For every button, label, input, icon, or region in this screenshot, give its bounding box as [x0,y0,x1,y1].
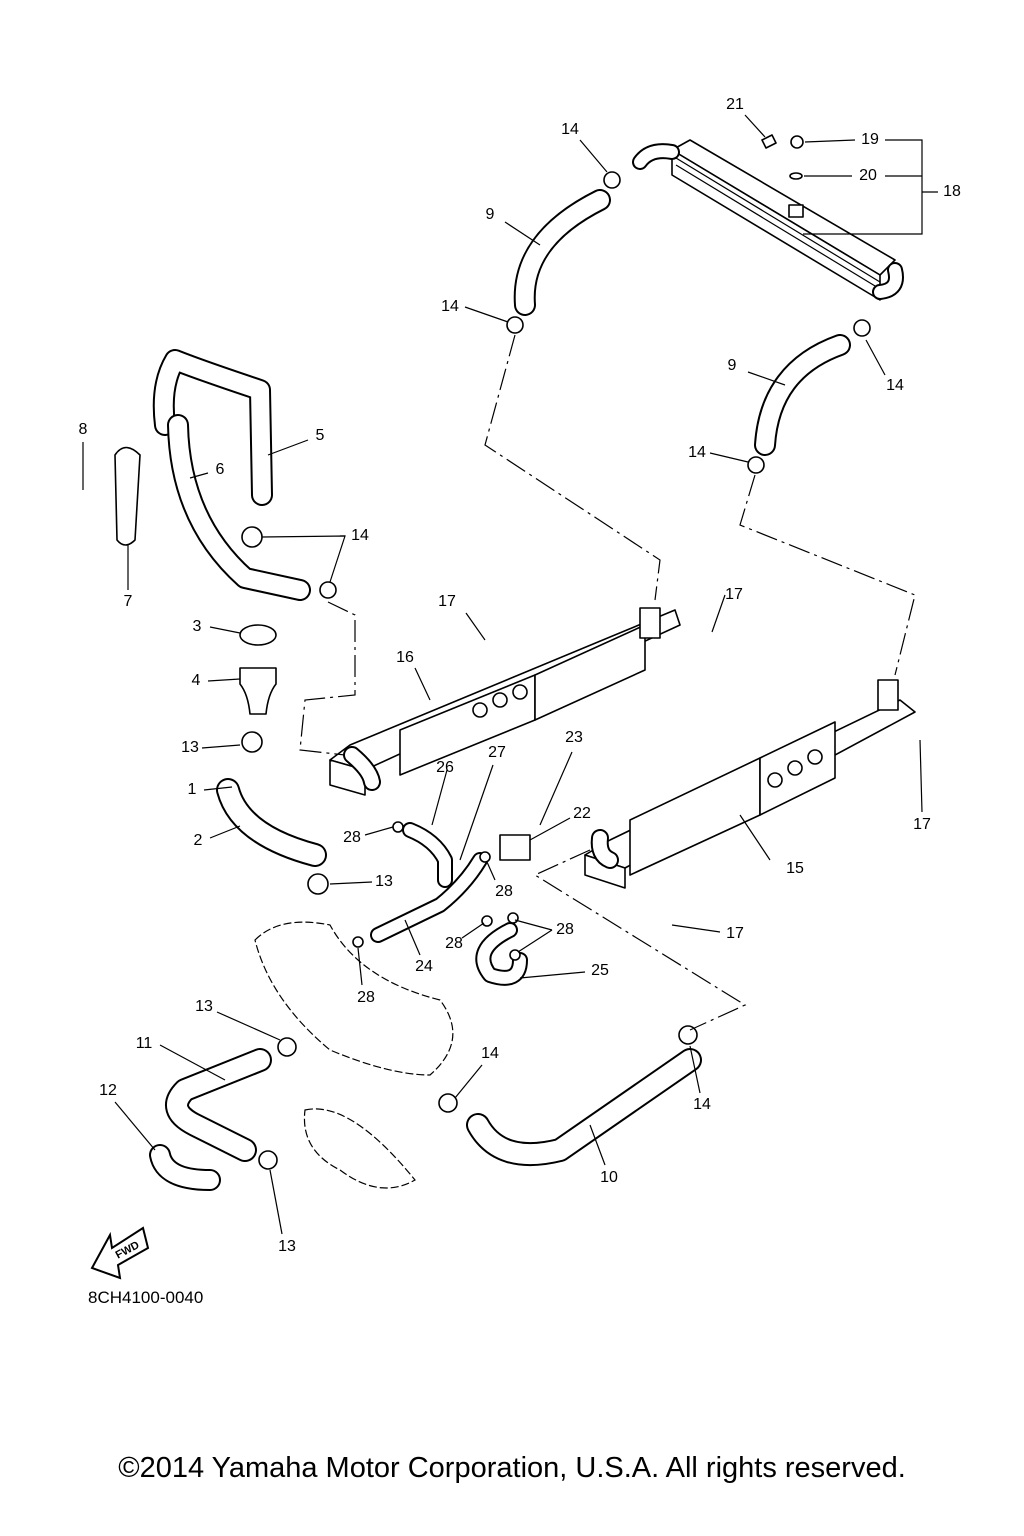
callout-17: 17 [726,925,744,942]
callout-17: 17 [913,816,931,833]
callout-3: 3 [192,618,202,635]
callout-21: 21 [726,96,744,113]
bracket-7 [114,446,141,546]
callout-27: 27 [488,744,506,761]
callout-28: 28 [556,921,574,938]
callout-28: 28 [357,989,375,1006]
callout-6: 6 [215,461,225,478]
callout-24: 24 [415,958,433,975]
leader-lines [82,114,938,1235]
callout-5: 5 [315,427,325,444]
callout-16: 16 [396,649,414,666]
callout-19: 19 [861,131,879,148]
callout-25: 25 [591,962,609,979]
callout-9: 9 [485,206,495,223]
exhaust-outline [303,1108,416,1189]
washer-20 [789,172,803,180]
callout-13: 13 [278,1238,296,1255]
bolt-19 [790,135,804,149]
callout-11: 11 [135,1035,153,1052]
callout-10: 10 [600,1169,618,1186]
hoses [149,189,851,1191]
callout-17: 17 [438,593,456,610]
fwd-arrow-icon: FWD [90,1226,150,1280]
callout-7: 7 [123,593,133,610]
callout-14: 14 [886,377,904,394]
diagram-code: 8CH4100-0040 [88,1288,204,1307]
callout-13: 13 [181,739,199,756]
callout-14: 14 [481,1045,499,1062]
callout-12: 12 [99,1082,117,1099]
hose-clamps [241,171,871,1170]
callout-14: 14 [693,1096,711,1113]
callout-18: 18 [943,183,961,200]
connection-lines [299,334,916,1031]
callout-28: 28 [343,829,361,846]
callout-13: 13 [195,998,213,1015]
thermostat-housing-4 [239,667,277,715]
callout-9: 9 [727,357,737,374]
callout-14: 14 [688,444,706,461]
callout-15: 15 [786,860,804,877]
callout-14: 14 [561,121,579,138]
thermostat-cap-3 [239,624,277,646]
callout-28: 28 [495,883,513,900]
callout-28: 28 [445,935,463,952]
callout-2: 2 [193,832,203,849]
callout-20: 20 [859,167,877,184]
callout-17: 17 [725,586,743,603]
radiator-16 [329,607,681,796]
radiator-15 [584,679,916,889]
callout-22: 22 [573,805,591,822]
callout-1: 1 [187,781,197,798]
rivet-21 [761,134,777,149]
callout-26: 26 [436,759,454,776]
callout-23: 23 [565,729,583,746]
callout-8: 8 [78,421,88,438]
upper-radiator-part [632,139,904,301]
callout-14: 14 [441,298,459,315]
copyright-notice: ©2014 Yamaha Motor Corporation, U.S.A. A… [118,1452,906,1484]
engine-outline [254,921,454,1076]
callout-13: 13 [375,873,393,890]
callout-14: 14 [351,527,369,544]
callout-4: 4 [191,672,201,689]
